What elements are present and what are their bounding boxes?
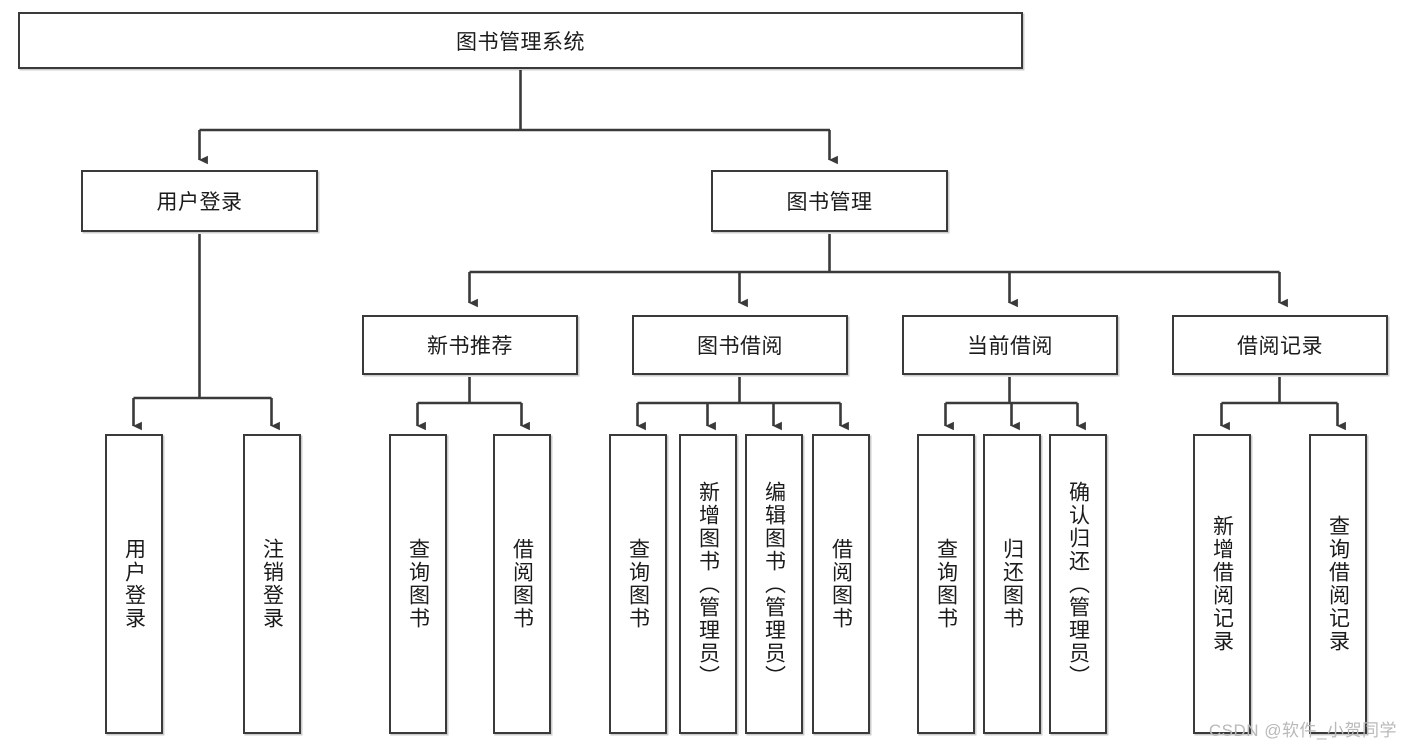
node-book-manage-label: 图书管理 [786,191,873,214]
node-borrow-record[interactable]: 借阅记录 [1172,315,1388,375]
leaf-user-login-label: 用户登录 [122,538,146,630]
leaf-confirm-return[interactable]: 确认归还（管理员） [1049,434,1107,734]
leaf-add-book[interactable]: 新增图书（管理员） [679,434,737,734]
leaf-query-book-2-label: 查询图书 [626,538,650,630]
leaf-user-logout[interactable]: 注销登录 [243,434,301,734]
csdn-watermark: CSDN @软件_小贺同学 [1208,721,1397,740]
node-user-login[interactable]: 用户登录 [81,170,318,232]
node-book-manage[interactable]: 图书管理 [711,170,948,232]
leaf-user-login[interactable]: 用户登录 [105,434,163,734]
leaf-add-record[interactable]: 新增借阅记录 [1193,434,1251,734]
leaf-add-record-label: 新增借阅记录 [1210,515,1234,653]
edge-group-book-manage [468,234,1288,308]
leaf-query-book-1-label: 查询图书 [406,538,430,630]
leaf-borrow-book-2-label: 借阅图书 [829,538,853,630]
leaf-user-logout-label: 注销登录 [260,538,284,630]
node-borrow-record-label: 借阅记录 [1237,335,1323,358]
node-book-borrow-label: 图书借阅 [697,335,783,358]
node-current-borrow-label: 当前借阅 [967,335,1053,358]
leaf-borrow-book-1-label: 借阅图书 [510,538,534,630]
edge-group-root [198,70,838,165]
edge-group-user-login [132,234,280,431]
leaf-confirm-return-label: 确认归还（管理员） [1066,480,1090,688]
node-book-borrow[interactable]: 图书借阅 [632,315,848,375]
node-root-book-management-system[interactable]: 图书管理系统 [18,12,1023,69]
leaf-borrow-book-1[interactable]: 借阅图书 [493,434,551,734]
edge-group-borrow-record [1220,377,1346,431]
node-user-login-label: 用户登录 [156,191,243,214]
leaf-return-book[interactable]: 归还图书 [983,434,1041,734]
leaf-edit-book-label: 编辑图书（管理员） [762,480,786,688]
edge-group-new-book-recommend [416,377,530,431]
leaf-query-book-1[interactable]: 查询图书 [389,434,447,734]
leaf-edit-book[interactable]: 编辑图书（管理员） [745,434,803,734]
edge-group-book-borrow [636,377,849,431]
edge-group-current-borrow [944,377,1086,431]
leaf-query-record[interactable]: 查询借阅记录 [1309,434,1367,734]
leaf-return-book-label: 归还图书 [1000,538,1024,630]
leaf-borrow-book-2[interactable]: 借阅图书 [812,434,870,734]
node-root-label: 图书管理系统 [456,30,585,54]
node-new-book-recommend-label: 新书推荐 [427,335,513,358]
leaf-query-book-3[interactable]: 查询图书 [917,434,975,734]
leaf-add-book-label: 新增图书（管理员） [696,480,720,688]
leaf-query-book-3-label: 查询图书 [934,538,958,630]
node-new-book-recommend[interactable]: 新书推荐 [362,315,578,375]
node-current-borrow[interactable]: 当前借阅 [902,315,1118,375]
leaf-query-book-2[interactable]: 查询图书 [609,434,667,734]
leaf-query-record-label: 查询借阅记录 [1326,515,1350,653]
